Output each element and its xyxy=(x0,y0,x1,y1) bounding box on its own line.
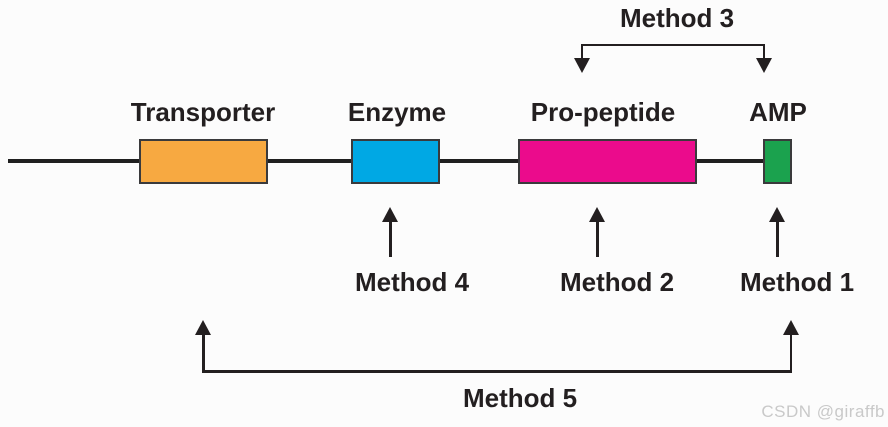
gene-label-amp: AMP xyxy=(749,97,807,127)
method4-arrow-up-icon xyxy=(382,207,398,222)
csdn-watermark: CSDN @giraffb xyxy=(761,402,885,421)
method5-arrow-up-left-icon xyxy=(195,320,211,335)
method5-right-stem xyxy=(789,335,792,372)
method5-arrow-up-right-icon xyxy=(783,320,799,335)
method3-left-stem xyxy=(581,44,583,60)
method4-label: Method 4 xyxy=(354,267,470,297)
gene-label-pro-peptide: Pro-peptide xyxy=(530,97,676,127)
method5-left-stem xyxy=(202,335,205,372)
gene-label-transporter: Transporter xyxy=(130,97,276,127)
method2-arrow-shaft xyxy=(595,220,599,257)
method4-arrow-shaft xyxy=(388,220,392,257)
gene-box-enzyme xyxy=(351,139,440,184)
method2-label: Method 2 xyxy=(559,267,675,297)
method1-label: Method 1 xyxy=(739,267,855,297)
method3-right-stem xyxy=(763,44,765,60)
method3-arrow-down-right-icon xyxy=(756,58,772,73)
method3-bracket-line xyxy=(581,44,765,46)
method5-label: Method 5 xyxy=(462,383,578,413)
gene-box-amp xyxy=(763,139,792,184)
method3-label: Method 3 xyxy=(619,3,735,33)
method5-bracket-line xyxy=(202,370,792,373)
gene-label-enzyme: Enzyme xyxy=(347,97,447,127)
method2-arrow-up-icon xyxy=(589,207,605,222)
method1-arrow-up-icon xyxy=(769,207,785,222)
method1-arrow-shaft xyxy=(775,220,779,257)
gene-box-pro-peptide xyxy=(518,139,697,184)
gene-box-transporter xyxy=(139,139,268,184)
method3-arrow-down-left-icon xyxy=(574,58,590,73)
